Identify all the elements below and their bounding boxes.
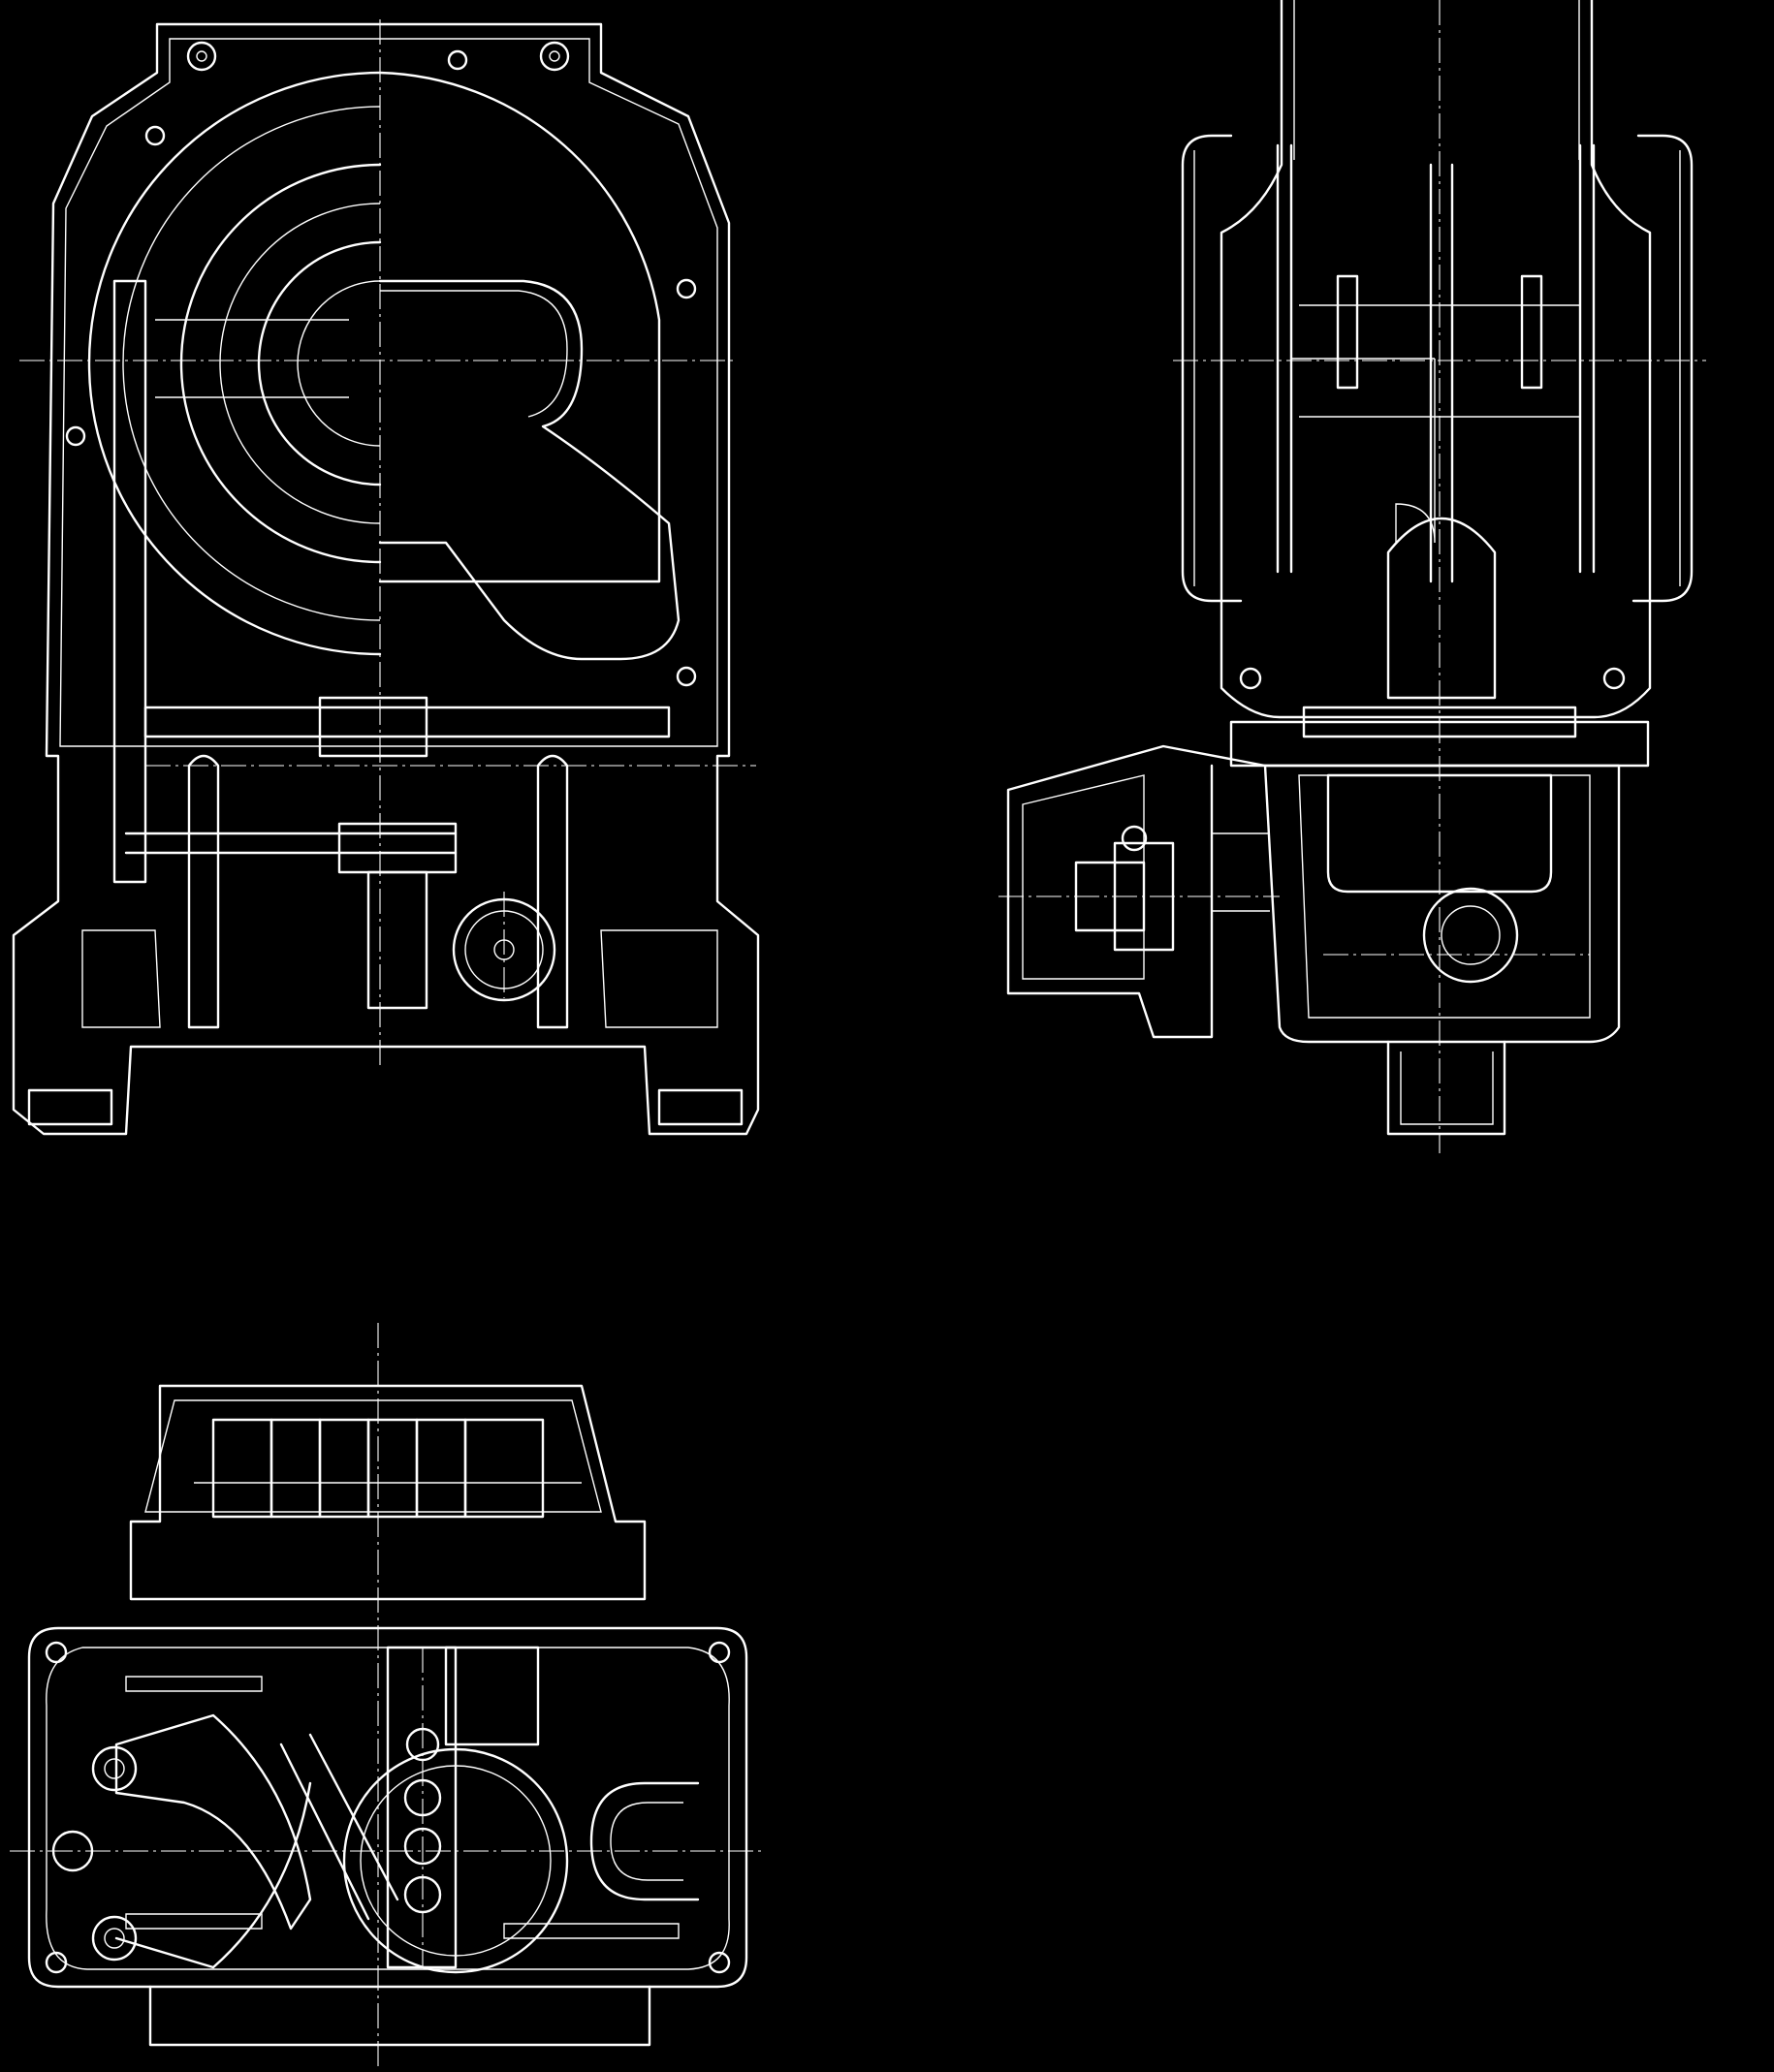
- side-switch-box: [1006, 744, 1267, 1039]
- front-section-view: [12, 19, 760, 1136]
- top-section-view: [10, 1323, 766, 2069]
- front-handwheel-gear: [452, 897, 556, 1002]
- top-housing-outline: [27, 1626, 748, 1989]
- top-limit-switch-stack: [194, 1418, 582, 1519]
- top-right-slot: [589, 1781, 700, 1901]
- top-yoke-lever: [114, 1713, 312, 1931]
- side-gearbox: [1263, 764, 1621, 1044]
- side-section-view: [998, 0, 1706, 1153]
- side-top-flange: [1220, 0, 1652, 719]
- front-cam-outline: [378, 279, 681, 661]
- top-switch-compartment: [129, 1384, 647, 1601]
- front-housing-outline: [12, 22, 760, 1136]
- front-main-gear-arc: [87, 71, 382, 656]
- side-motor-housing: [1181, 134, 1694, 603]
